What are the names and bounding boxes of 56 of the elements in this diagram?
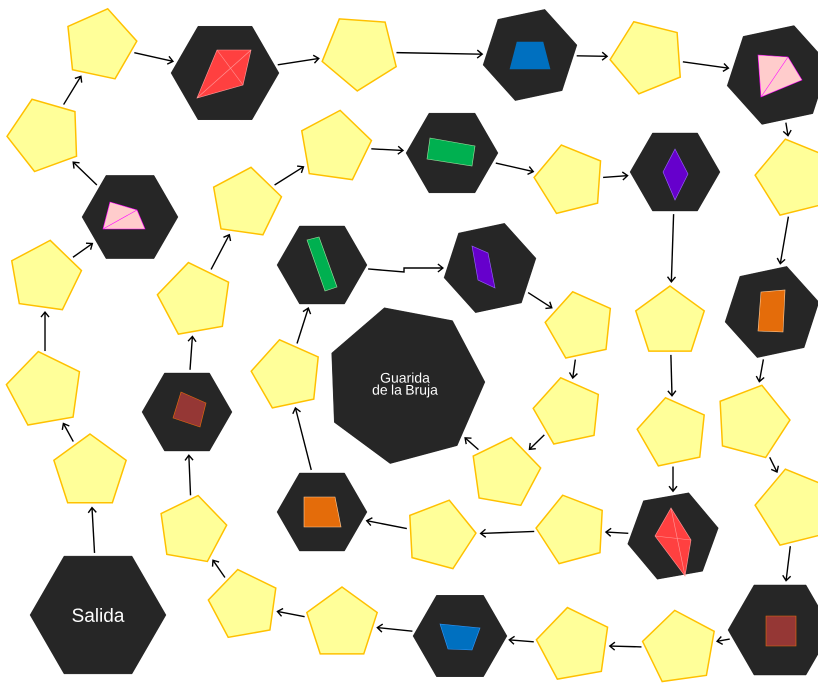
- arrow: [62, 422, 74, 442]
- arrow: [603, 171, 629, 180]
- arrow: [292, 406, 312, 470]
- arrow: [396, 50, 484, 59]
- arrow: [528, 292, 553, 310]
- pentagon-space: [754, 468, 818, 546]
- arrow: [528, 434, 545, 450]
- arrow: [371, 146, 404, 155]
- arrow: [72, 161, 98, 186]
- arrow: [88, 506, 97, 553]
- pentagon-space: [533, 144, 602, 214]
- arrow: [769, 457, 780, 474]
- goal-space: Guarida de la Bruja: [332, 308, 486, 464]
- arrow: [756, 359, 765, 383]
- hexagon-space: [444, 223, 536, 313]
- pentagon-space: [754, 138, 818, 216]
- arrow: [716, 636, 730, 645]
- arrow: [508, 636, 534, 645]
- arrow: [63, 75, 82, 105]
- start-hexagon: Salida: [30, 556, 166, 674]
- arrow: [212, 559, 226, 578]
- pentagon-space: [409, 499, 477, 570]
- pentagon-space: [535, 606, 608, 680]
- pentagon-space: [321, 18, 398, 92]
- arrow: [296, 307, 312, 344]
- arrow: [782, 122, 792, 137]
- pentagon-space: [535, 494, 603, 564]
- arrow: [668, 466, 678, 492]
- pentagon-space: [156, 262, 230, 335]
- hexagon-space: [728, 584, 818, 676]
- arrow: [210, 234, 232, 270]
- arrow: [368, 263, 444, 273]
- arrow: [604, 528, 628, 537]
- arrow: [376, 624, 412, 633]
- arrow: [366, 517, 407, 530]
- pentagon-space: [5, 350, 80, 426]
- arrow: [276, 608, 305, 618]
- arrow: [40, 310, 50, 352]
- arrow: [72, 242, 94, 258]
- arrow: [188, 335, 197, 370]
- arrow: [682, 61, 730, 72]
- arrow: [608, 642, 642, 651]
- arrow: [666, 214, 676, 283]
- arrow: [480, 528, 534, 538]
- arrow: [776, 216, 790, 265]
- pentagon-space: [207, 568, 277, 638]
- arrow: [134, 52, 174, 65]
- arrow: [576, 52, 608, 61]
- arrow: [464, 437, 479, 450]
- arrow: [782, 546, 792, 582]
- arrow: [667, 354, 676, 397]
- arrow: [568, 360, 578, 380]
- arrow: [278, 54, 320, 66]
- arrow: [184, 454, 194, 496]
- arrow: [274, 165, 304, 186]
- arrow: [496, 162, 534, 175]
